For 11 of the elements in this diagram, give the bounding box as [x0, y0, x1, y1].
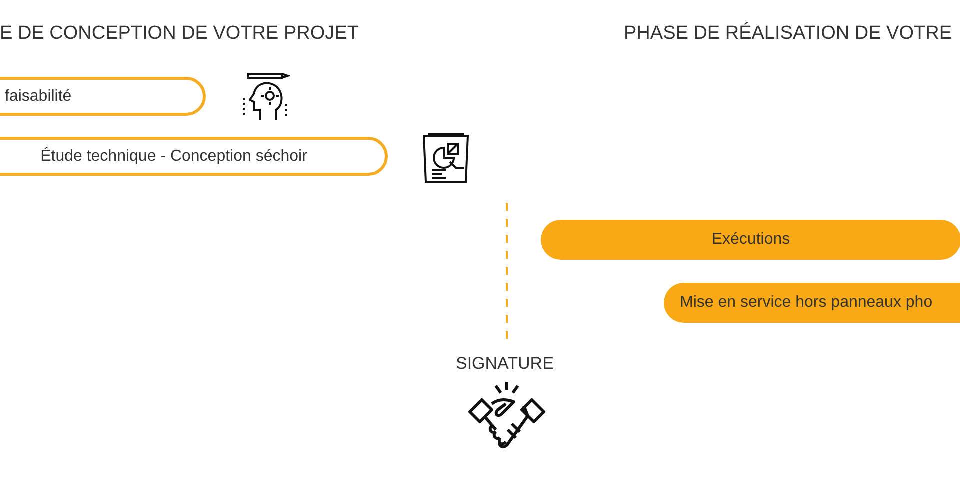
- phase-bar: [664, 283, 960, 323]
- phase-bar: [541, 220, 960, 260]
- phase-bar: [0, 137, 388, 176]
- milestone-label: SIGNATURE: [456, 353, 554, 375]
- bar-label: Exécutions: [712, 230, 790, 250]
- bar-label: faisabilité: [5, 86, 72, 106]
- bar-label: Étude technique - Conception séchoir: [40, 146, 308, 166]
- phase-heading: E DE CONCEPTION DE VOTRE PROJET: [0, 22, 359, 46]
- bar-label: Mise en service hors panneaux pho: [680, 293, 933, 313]
- phase-heading: PHASE DE RÉALISATION DE VOTRE: [624, 22, 952, 46]
- phase-bar: [0, 77, 206, 116]
